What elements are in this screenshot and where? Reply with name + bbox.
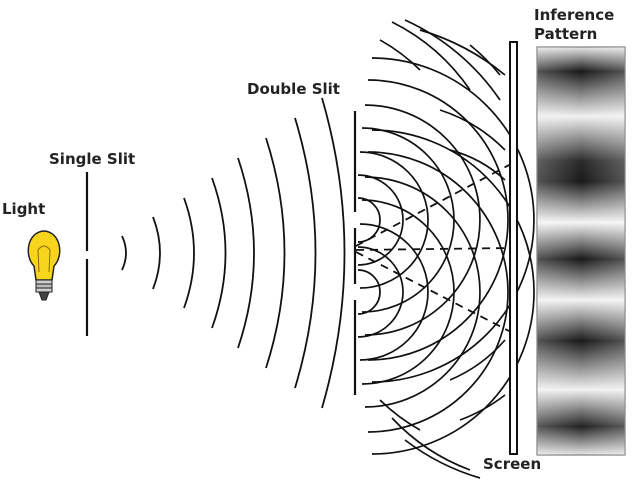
label-pattern-line1: Inference bbox=[534, 6, 614, 24]
path-difference-lines bbox=[355, 163, 512, 333]
label-single-slit: Single Slit bbox=[49, 150, 135, 168]
plane-waves bbox=[121, 97, 346, 409]
label-pattern-line2: Pattern bbox=[534, 25, 597, 43]
interference-waves bbox=[357, 19, 535, 479]
label-light: Light bbox=[2, 200, 45, 218]
label-screen: Screen bbox=[483, 455, 541, 473]
light-bulb-icon bbox=[27, 230, 61, 301]
screen bbox=[509, 41, 518, 455]
interference-pattern bbox=[536, 46, 626, 456]
label-double-slit: Double Slit bbox=[247, 80, 340, 98]
